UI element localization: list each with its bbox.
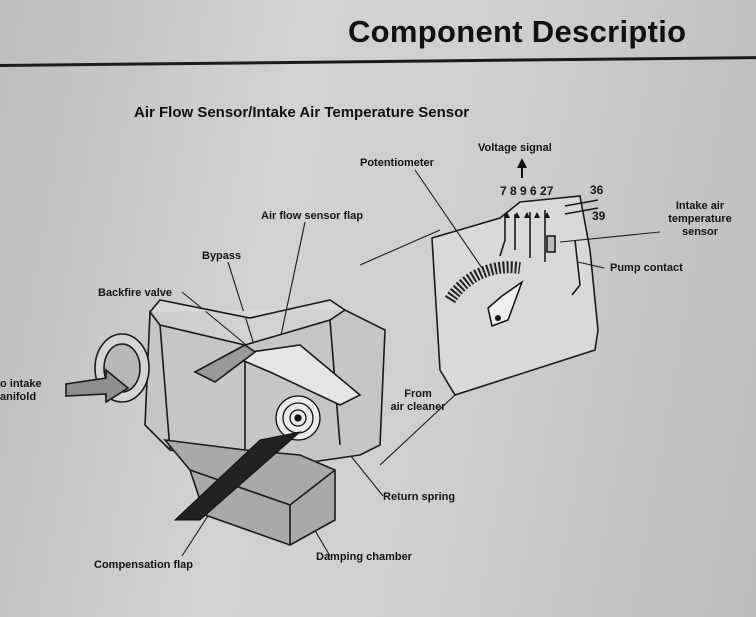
page-title: Component Descriptio (348, 14, 687, 49)
intake-pipe (65, 333, 150, 404)
terminal-arrows (504, 158, 550, 218)
label-to-intake-manifold: o intake anifold (0, 378, 42, 404)
sensor-housing (144, 299, 386, 469)
label-voltage-signal: Voltage signal (478, 142, 552, 154)
label-backfire-valve: Backfire valve (98, 287, 172, 299)
section-title: Air Flow Sensor/Intake Air Temperature S… (134, 104, 470, 121)
label-intake-air-line1: Intake air (675, 200, 725, 212)
label-intake-air-line3: sensor (681, 226, 719, 238)
label-to-intake-line1: o intake (0, 378, 42, 390)
label-from-air-cleaner: From air cleaner (380, 388, 456, 414)
label-intake-air-temp-sensor: Intake air temperature sensor (652, 200, 748, 239)
label-potentiometer: Potentiometer (360, 157, 434, 169)
label-air-flow-sensor-flap: Air flow sensor flap (261, 210, 364, 222)
label-intake-air-line2: temperature (668, 213, 732, 225)
label-compensation-flap: Compensation flap (94, 559, 194, 571)
label-terminals: 7 8 9 6 27 (500, 184, 554, 198)
label-damping-chamber: Damping chamber (316, 551, 412, 563)
label-pump-contact: Pump contact (610, 262, 683, 274)
compensation-flap (173, 431, 302, 521)
label-terminal-36: 36 (590, 183, 604, 197)
label-terminal-39: 39 (592, 209, 606, 223)
potentiometer-arc (444, 261, 524, 328)
label-return-spring: Return spring (383, 491, 456, 503)
label-from-line2: air cleaner (390, 401, 446, 413)
label-from-line1: From (404, 388, 432, 400)
label-bypass: Bypass (202, 250, 242, 262)
label-to-intake-line2: anifold (0, 391, 37, 403)
